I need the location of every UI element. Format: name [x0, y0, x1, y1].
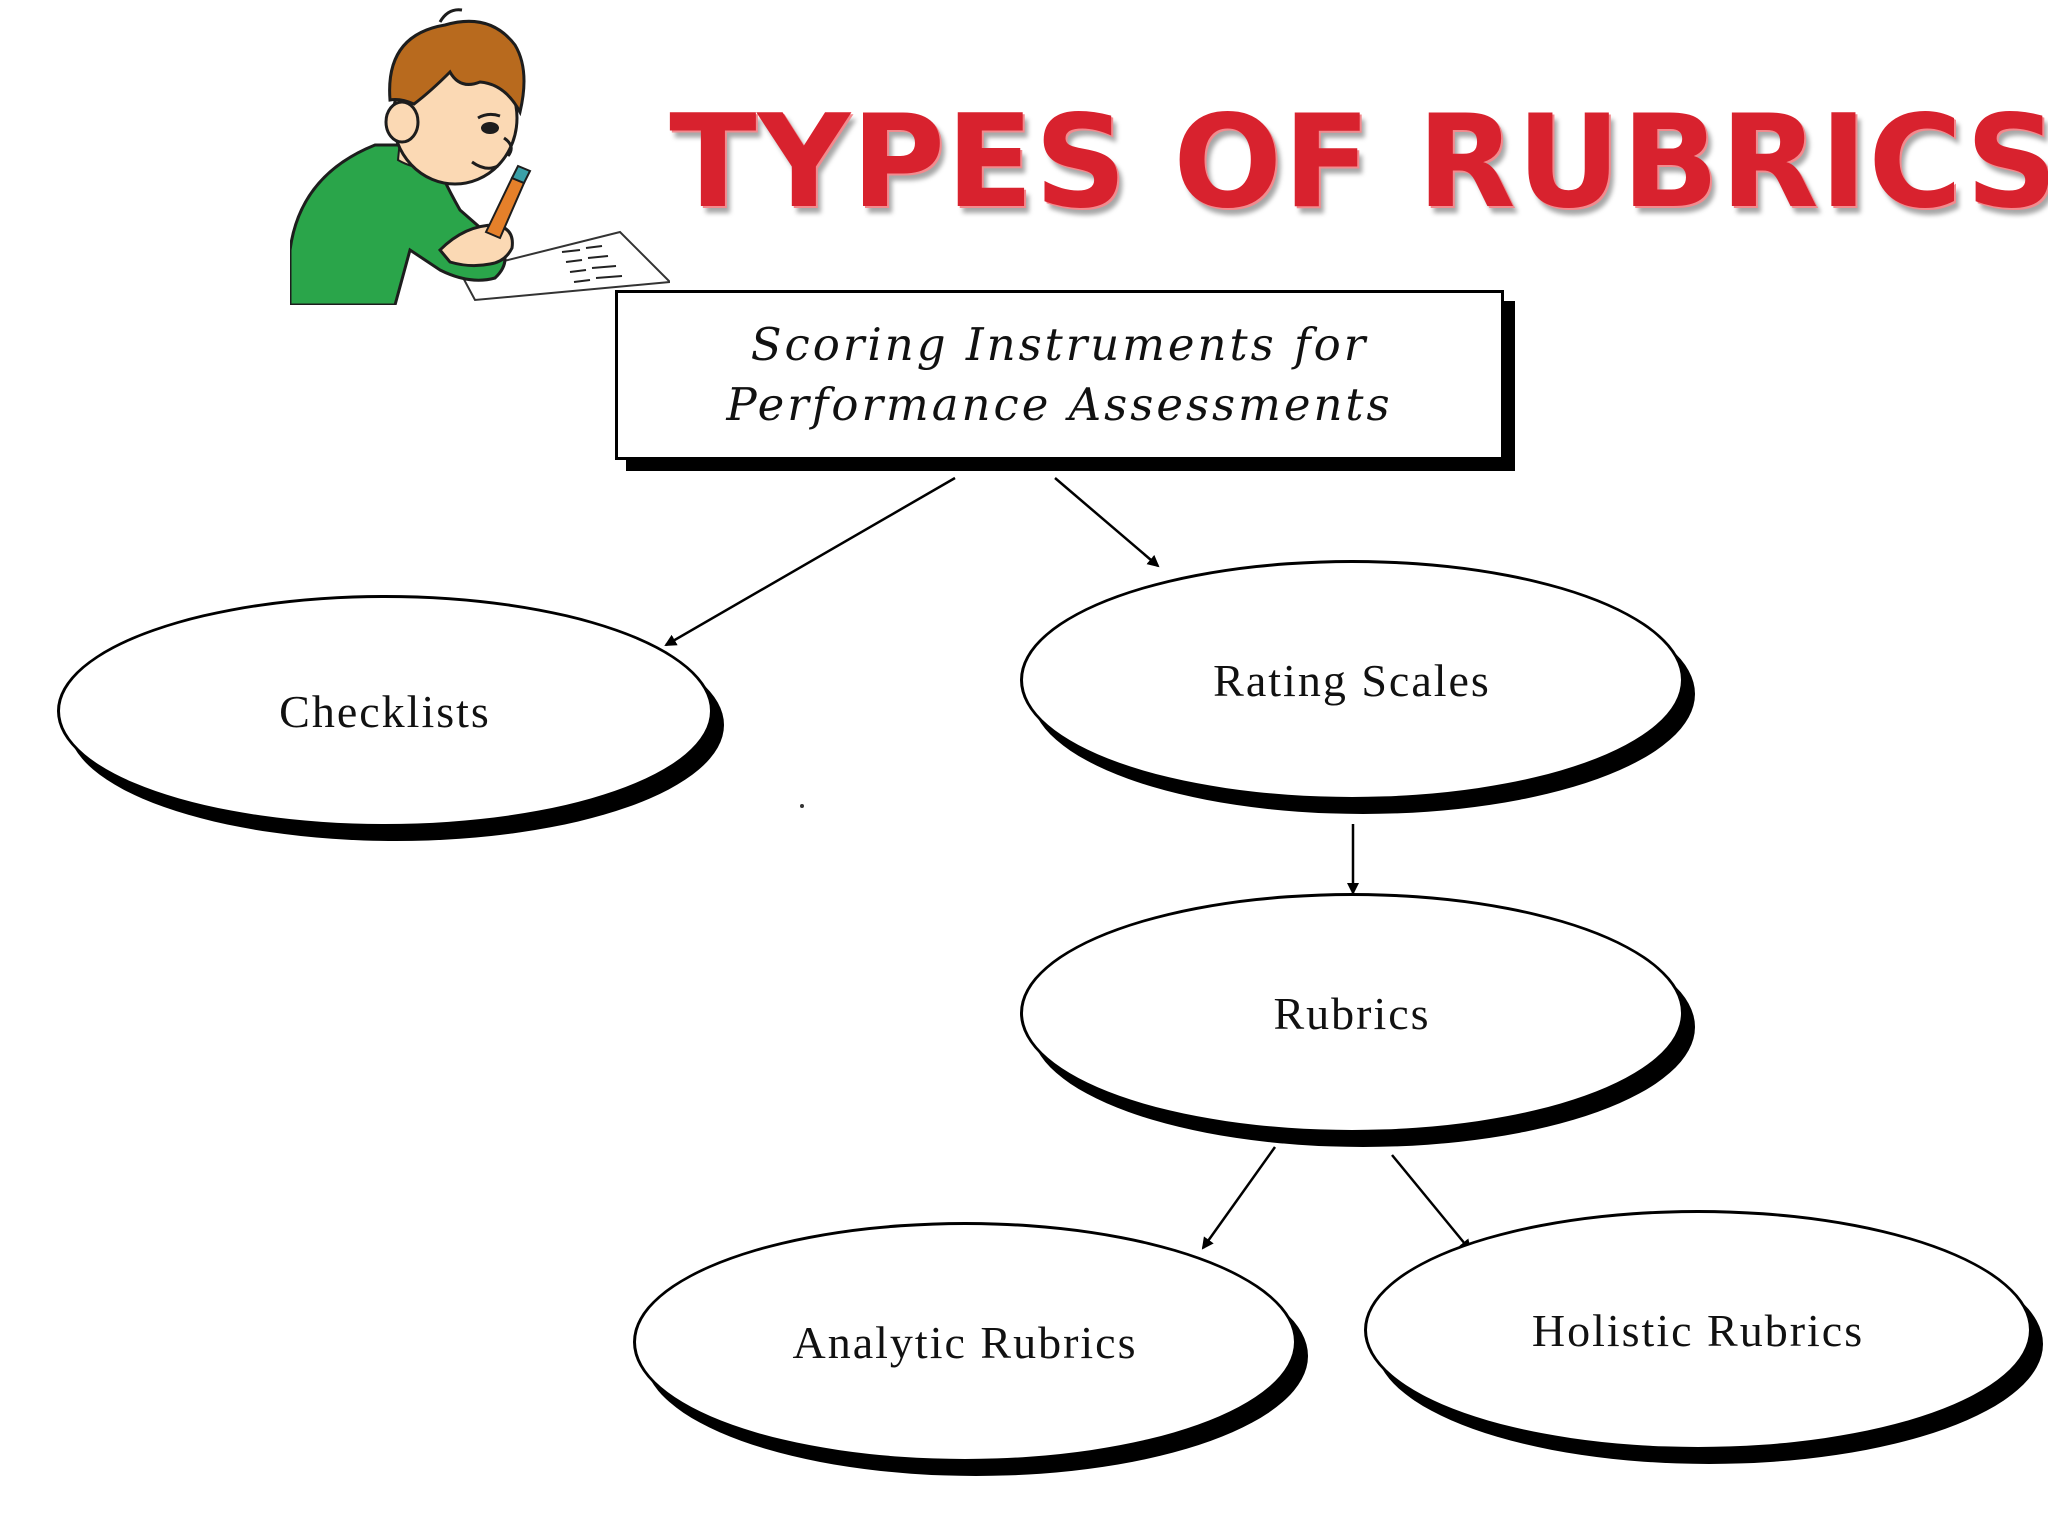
node-checklists-label: Checklists [279, 685, 491, 737]
edge-rubrics-to-analytic [1201, 1146, 1277, 1250]
node-rubrics: Rubrics [1020, 893, 1684, 1133]
node-rating-scales: Rating Scales [1020, 560, 1684, 800]
node-holistic-rubrics: Holistic Rubrics [1364, 1210, 2032, 1450]
stray-dot [800, 804, 804, 808]
child-writing-icon [290, 8, 670, 305]
edge-root-to-rating-scales [1054, 477, 1160, 568]
node-analytic-rubrics-label: Analytic Rubrics [792, 1316, 1138, 1368]
node-rating-scales-label: Rating Scales [1213, 654, 1491, 706]
node-rubrics-label: Rubrics [1273, 987, 1431, 1039]
slide-title: TYPES OF RUBRICS [669, 87, 2048, 237]
node-analytic-rubrics: Analytic Rubrics [633, 1222, 1297, 1462]
node-checklists: Checklists [57, 595, 713, 827]
edge-root-to-checklists [664, 476, 956, 647]
root-node-line1: Scoring Instruments for [750, 318, 1369, 371]
edge-rubrics-to-holistic [1391, 1154, 1472, 1252]
node-holistic-rubrics-label: Holistic Rubrics [1531, 1304, 1865, 1356]
root-node-scoring-instruments: Scoring Instruments for Performance Asse… [615, 290, 1504, 460]
root-node-line2: Performance Assessments [726, 378, 1393, 431]
